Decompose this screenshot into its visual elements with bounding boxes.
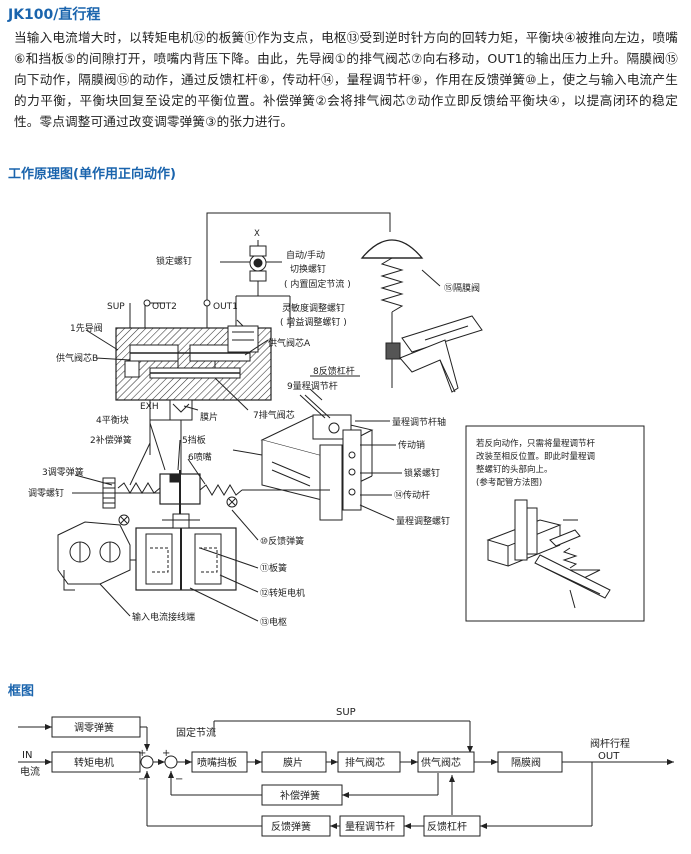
label-pilot-valve: 1先导阀 xyxy=(70,322,103,334)
label-torque-motor: ⑫转矩电机 xyxy=(260,587,305,599)
label-sup: SUP xyxy=(107,302,125,312)
label-supply-spool-a: 供气阀芯A xyxy=(268,337,311,349)
intro-paragraph: 当输入电流增大时，以转矩电机⑫的板簧⑪作为支点，电枢⑬受到逆时针方向的回转力矩，… xyxy=(14,27,678,132)
bd-plus-2: + xyxy=(162,748,170,759)
box-diaphragm-valve xyxy=(497,751,563,773)
label-diaphragm-valve: ⑮隔膜阀 xyxy=(444,283,480,294)
label-flapper: 5挡板 xyxy=(182,434,206,446)
label-x: X xyxy=(254,229,260,239)
label-comp-spring: 2补偿弹簧 xyxy=(90,434,132,446)
label-feedback-lever: 8反馈杠杆 xyxy=(313,365,355,377)
label-lock-screw: 锁定螺钉 xyxy=(156,255,192,267)
label-drive-pin: 传动销 xyxy=(398,439,425,451)
bd-fixed-throttle: 固定节流 xyxy=(176,726,216,739)
bd-current: 电流 xyxy=(20,765,40,778)
block-diagram-labels: SUP 固定节流 IN 电流 调零弹簧 转矩电机 喷嘴挡板 膜片 排气阀芯 供气… xyxy=(20,707,630,833)
label-fixed-throttle-inner: ( 内置固定节流 ) xyxy=(284,278,351,290)
label-nozzle: 6喷嘴 xyxy=(188,452,212,463)
note-illustration xyxy=(486,499,611,609)
bd-supply-spool: 供气阀芯 xyxy=(421,756,461,769)
box-supply-spool xyxy=(417,751,475,773)
block-diagram-heading: 框图 xyxy=(8,684,35,699)
intro-text: 当输入电流增大时，以转矩电机⑫的板簧⑪作为支点，电枢⑬受到逆时针方向的回转力矩，… xyxy=(14,30,678,129)
bd-minus-2: − xyxy=(175,774,183,785)
label-gain-screw: ( 增益调整螺钉 ) xyxy=(280,316,347,328)
label-auto-manual: 自动/手动 xyxy=(286,249,325,261)
bd-nozzle-flapper: 喷嘴挡板 xyxy=(197,756,237,769)
label-diaphragm-plate: 膜片 xyxy=(200,411,218,423)
bd-in: IN xyxy=(22,750,32,761)
box-range-lever xyxy=(339,815,405,837)
bd-exhaust-spool: 排气阀芯 xyxy=(345,756,385,769)
bd-torque-motor: 转矩电机 xyxy=(74,756,114,769)
label-feedback-spring: ⑩反馈弹簧 xyxy=(260,535,304,547)
label-range-screw: 量程调整螺钉 xyxy=(396,515,450,527)
label-balance-block: 4平衡块 xyxy=(96,414,129,426)
bd-out: OUT xyxy=(598,751,620,762)
principle-labels: 锁定螺钉 自动/手动 切换螺钉 ( 内置固定节流 ) ⑮隔膜阀 SUP OUT2… xyxy=(28,229,480,628)
principle-heading: 工作原理图(单作用正向动作) xyxy=(8,167,176,182)
box-diaphragm xyxy=(261,751,327,773)
box-torque-motor xyxy=(51,751,141,773)
label-out2: OUT2 xyxy=(152,302,177,312)
label-input-terminal: 输入电流接线端 xyxy=(132,611,195,623)
bd-sup: SUP xyxy=(336,707,356,718)
principle-diagram xyxy=(57,212,483,622)
box-exhaust-spool xyxy=(337,751,401,773)
label-out1: OUT1 xyxy=(213,302,238,312)
label-zero-screw: 调零螺钉 xyxy=(28,488,64,499)
label-range-lever: 9量程调节杆 xyxy=(287,380,338,392)
label-exh: EXH xyxy=(140,402,159,412)
label-lock-nut: 锁紧螺钉 xyxy=(404,467,440,479)
page-title: JK100/直行程 xyxy=(8,7,101,23)
label-exhaust-spool: 7排气阀芯 xyxy=(253,409,295,421)
label-supply-spool-b: 供气阀芯B xyxy=(56,352,98,364)
note-line-3: 整螺钉的头部向上。 xyxy=(476,464,553,475)
label-switch-screw: 切换螺钉 xyxy=(290,263,326,275)
bd-comp-spring: 补偿弹簧 xyxy=(280,789,320,802)
note-line-2: 改装至相反位置。即此时量程调 xyxy=(476,451,595,462)
label-zero-spring: 3调零弹簧 xyxy=(42,466,84,478)
block-diagram xyxy=(18,716,674,837)
bd-diaphragm: 膜片 xyxy=(283,756,303,769)
label-leaf-spring: ⑪板簧 xyxy=(260,562,287,574)
label-drive-rod: ⑭传动杆 xyxy=(394,489,430,501)
box-nozzle-flapper xyxy=(191,751,248,773)
label-range-lever-shaft: 量程调节杆轴 xyxy=(392,416,446,428)
box-zero-spring xyxy=(51,716,141,738)
bd-stem-stroke: 阀杆行程 xyxy=(590,737,630,750)
bd-feedback-lever: 反馈杠杆 xyxy=(427,820,467,833)
label-armature: ⑬电枢 xyxy=(260,616,287,628)
box-feedback-lever xyxy=(423,815,481,837)
bd-feedback-spring: 反馈弹簧 xyxy=(271,820,311,833)
bd-minus-1: − xyxy=(138,774,146,785)
bd-plus-1: + xyxy=(138,748,146,759)
note-line-4: (参考配管方法图) xyxy=(476,477,542,488)
box-comp-spring xyxy=(261,784,343,806)
bd-range-lever: 量程调节杆 xyxy=(345,821,395,833)
bd-zero-spring: 调零弹簧 xyxy=(74,721,114,734)
reverse-action-note: 若反向动作，只需将量程调节杆 改装至相反位置。即此时量程调 整螺钉的头部向上。 … xyxy=(465,425,645,622)
bd-diaphragm-valve: 隔膜阀 xyxy=(511,756,541,769)
box-feedback-spring xyxy=(261,815,331,837)
note-line-1: 若反向动作，只需将量程调节杆 xyxy=(476,438,596,449)
label-sensitivity-screw: 灵敏度调整螺钉 xyxy=(282,302,345,314)
